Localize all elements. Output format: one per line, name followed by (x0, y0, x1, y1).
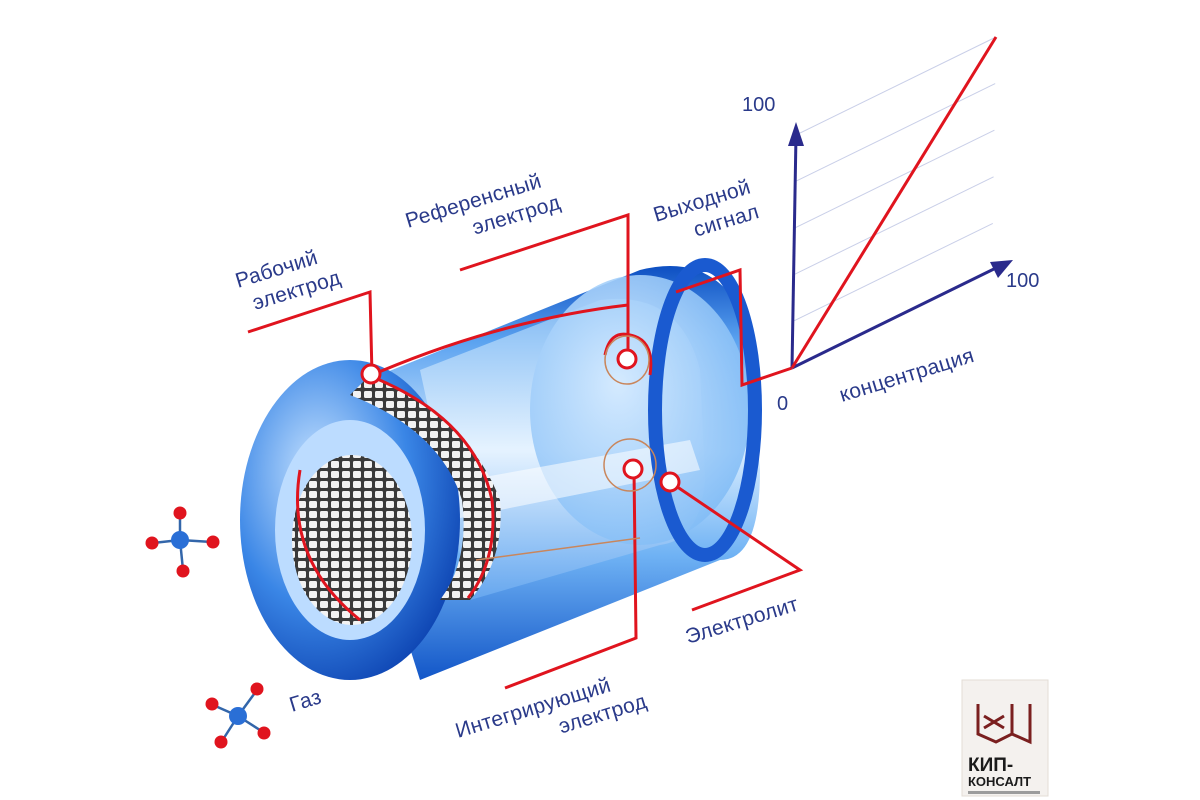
electrode-leads (247, 212, 804, 690)
output-signal-leader (675, 267, 793, 388)
working-electrode-point (360, 363, 382, 385)
reference-electrode-leader (459, 212, 630, 358)
working-electrode-wire (371, 303, 629, 377)
logo-emblem (976, 704, 1032, 745)
x-axis-label: концентрация (837, 344, 977, 407)
label-electrolyte: Электролит (683, 593, 802, 649)
working-electrode-outline-side (374, 376, 495, 599)
x-axis (791, 264, 1001, 370)
chart-gridline (793, 176, 994, 276)
y-tick-100: 100 (742, 94, 775, 116)
chart-grid (792, 36, 997, 322)
label-output-signal: Выходной сигнал (651, 175, 762, 241)
chart-gridline (794, 83, 996, 183)
chart-gridline (795, 36, 997, 136)
reference-electrode-point (616, 348, 638, 370)
logo-line1: КИП- (968, 755, 1013, 776)
counter-electrode-leader (504, 469, 638, 690)
gas-molecule-1 (145, 506, 220, 578)
mesh-strip (350, 375, 501, 600)
electrolyte-point (659, 471, 681, 493)
chart-gridline (792, 222, 994, 322)
counter-electrode-halo (603, 438, 657, 492)
gas-inlet-mesh (292, 455, 412, 625)
electrode-points (360, 348, 681, 493)
brand-logo: КИП- КОНСАЛТ (961, 679, 1049, 797)
chart-gridline (794, 129, 995, 229)
electrolyte-leader (669, 480, 804, 612)
reference-electrode-halo (604, 335, 650, 385)
gas-molecule-2 (205, 682, 271, 749)
counter-electrode-point (622, 458, 644, 480)
label-counter-electrode: Интегрирующий электрод (453, 674, 650, 743)
logo-tagline-bar (968, 791, 1040, 794)
y-axis (790, 134, 798, 369)
label-gas: Газ (287, 685, 324, 716)
back-rim (648, 258, 762, 562)
sensor-body (240, 258, 762, 680)
reference-electrode-ring (603, 332, 653, 376)
logo-line2: КОНСАЛТ (968, 774, 1031, 789)
origin-tick-0: 0 (777, 393, 788, 415)
output-chart: 100 100 0 концентрация (742, 36, 1039, 415)
x-tick-100: 100 (1006, 270, 1039, 292)
inner-thin-wire (475, 537, 641, 561)
x-axis-arrow (990, 260, 1013, 278)
y-axis-arrow (788, 122, 804, 146)
series-line-signal (790, 36, 998, 369)
working-electrode-outline-front (296, 469, 361, 622)
working-electrode-leader (247, 289, 374, 376)
